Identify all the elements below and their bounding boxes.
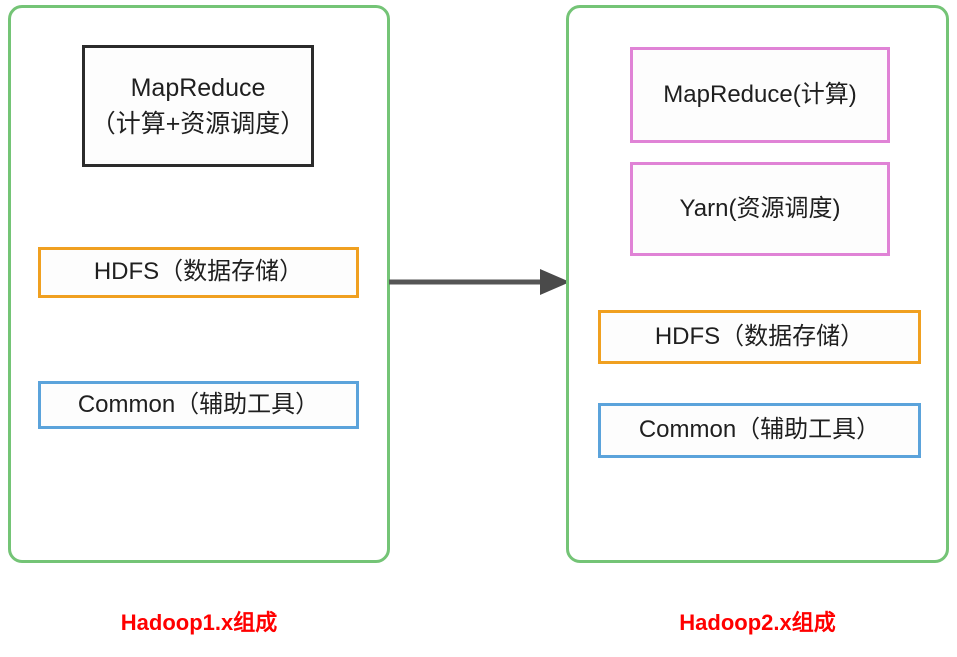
hadoop1-caption: Hadoop1.x组成 <box>120 610 278 635</box>
hadoop1-common-box[interactable]: Common（辅助工具） <box>38 381 359 429</box>
evolution-arrow-icon <box>389 269 570 295</box>
hadoop2-mapreduce-label: MapReduce(计算) <box>663 80 857 108</box>
hadoop2-yarn-box[interactable]: Yarn(资源调度) <box>630 162 890 256</box>
hadoop2-hdfs-box[interactable]: HDFS（数据存储） <box>598 310 921 364</box>
hadoop2-yarn-label: Yarn(资源调度) <box>679 194 841 222</box>
hadoop2-common-box[interactable]: Common（辅助工具） <box>598 403 921 458</box>
hadoop1-hdfs-label: HDFS（数据存储） <box>93 258 304 286</box>
hadoop2-common-label: Common（辅助工具） <box>638 416 881 444</box>
hadoop1-mapreduce-line1: MapReduce <box>130 73 266 102</box>
hadoop1-hdfs-box[interactable]: HDFS（数据存储） <box>38 247 359 298</box>
hadoop2-caption: Hadoop2.x组成 <box>679 610 836 635</box>
hadoop2-hdfs-label: HDFS（数据存储） <box>654 322 865 350</box>
hadoop1-common-label: Common（辅助工具） <box>77 390 320 418</box>
hadoop1-mapreduce-box[interactable]: MapReduce （计算+资源调度） <box>82 45 314 167</box>
hadoop2-mapreduce-box[interactable]: MapReduce(计算) <box>630 47 890 143</box>
hadoop1-mapreduce-line2: （计算+资源调度） <box>90 110 306 138</box>
